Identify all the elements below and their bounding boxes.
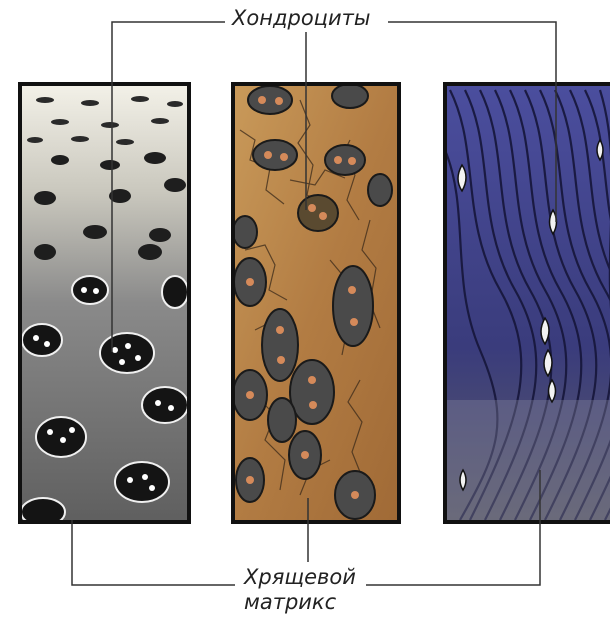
matrix-label-line2: матрикс — [244, 590, 336, 614]
hyaline-cartilage-panel — [20, 84, 189, 526]
elastic-cartilage-panel — [233, 84, 399, 522]
fibrous-cartilage-panel — [445, 84, 610, 522]
chondrocytes-label: Хондроциты — [232, 6, 370, 30]
matrix-label-line1: Хрящевой — [244, 565, 356, 589]
fibrous-lower-region — [445, 400, 610, 522]
